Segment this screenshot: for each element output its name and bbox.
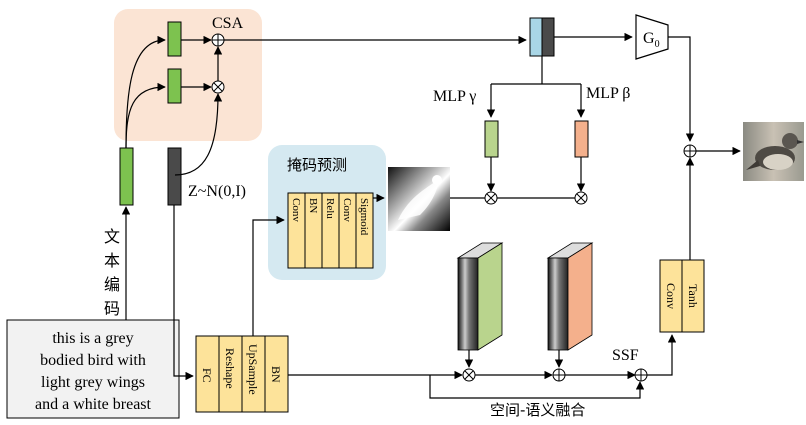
csa-mul-op — [211, 80, 225, 94]
predicted-mask-image — [388, 167, 450, 231]
csa-panel — [114, 9, 262, 141]
input-text-line-1: this is a grey — [52, 330, 133, 347]
output-block-tanh — [681, 259, 705, 333]
noise-to-fc — [173, 205, 194, 381]
ssf-to-conv — [647, 334, 677, 376]
fc-block-fc-label: FC — [200, 368, 214, 383]
gamma-mul-op — [484, 191, 498, 205]
text-encode-char-3: 编 — [104, 275, 120, 294]
text-encode-char-2: 本 — [104, 251, 120, 270]
text-encode-char-1: 文 — [104, 227, 120, 246]
noise-to-mul — [174, 93, 223, 176]
concat-vector — [529, 17, 555, 57]
ssf-label: SSF — [612, 347, 639, 364]
mask-block-sigmoid — [355, 192, 374, 269]
csa-vector-mid — [167, 68, 182, 104]
skip-connection — [429, 375, 645, 399]
mask-block-conv1-label: Conv — [290, 198, 302, 222]
g0-label: G0 — [643, 30, 660, 50]
output-block-conv-label: Conv — [664, 283, 678, 309]
sentence-to-mid-vector — [125, 82, 166, 149]
ssf-add-op — [634, 368, 648, 382]
mask-block-bn-label: BN — [307, 198, 319, 213]
beta-feature-map — [546, 242, 594, 351]
csa-vector-top — [167, 21, 182, 57]
output-bird-image — [743, 122, 804, 181]
mlp-beta-label: MLP β — [586, 85, 630, 102]
mask-predict-label: 掩码预测 — [287, 156, 347, 174]
fc-block-bn-label: BN — [269, 366, 283, 383]
fc-blocks: FC Reshape UpSample BN — [195, 335, 289, 413]
gamma-feature-map — [456, 242, 504, 351]
input-text-line-4: and a white breast — [35, 396, 152, 413]
csa-add-op — [211, 33, 225, 47]
input-text-box: this is a grey bodied bird with light gr… — [6, 319, 180, 419]
mask-block-sigmoid-label: Sigmoid — [358, 198, 370, 236]
g0-generator: G0 — [635, 14, 669, 60]
input-text-line-2: bodied bird with — [40, 352, 146, 369]
beta-vector — [574, 120, 589, 158]
fusion-mul-op — [462, 368, 476, 382]
noise-label: Z~N(0,I) — [188, 183, 246, 200]
beta-mul-op — [574, 191, 588, 205]
mask-block-relu-label: Relu — [324, 198, 336, 219]
output-block-tanh-label: Tanh — [686, 284, 700, 308]
output-blocks: Conv Tanh — [659, 259, 705, 333]
text-encode-char-4: 码 — [104, 299, 120, 318]
g0-to-output-add — [668, 36, 695, 142]
fusion-label: 空间-语义融合 — [490, 401, 585, 419]
mask-predict-blocks: Conv BN Relu Conv Sigmoid — [287, 192, 374, 269]
output-add-op — [683, 144, 697, 158]
fc-block-upsample-label: UpSample — [246, 344, 260, 395]
fc-block-bn — [264, 335, 289, 413]
csa-label: CSA — [212, 15, 244, 32]
gamma-vector — [484, 120, 499, 158]
noise-vector — [167, 147, 182, 206]
fc-to-mask-predict — [252, 215, 285, 336]
sentence-vector — [119, 147, 134, 206]
input-text-line-3: light grey wings — [41, 374, 145, 391]
fusion-add-op — [552, 368, 566, 382]
fc-block-reshape-label: Reshape — [223, 348, 237, 389]
mask-block-conv2-label: Conv — [341, 198, 353, 222]
mlp-gamma-label: MLP γ — [433, 88, 476, 105]
text-encode-label: 文 本 编 码 — [104, 227, 120, 318]
